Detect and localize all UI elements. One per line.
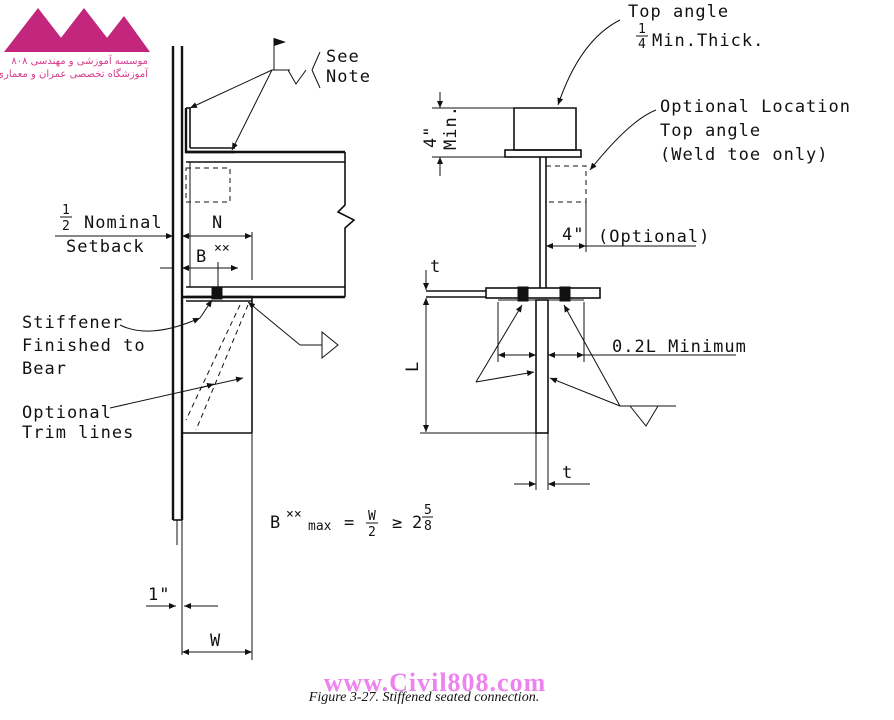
- formula-w: W: [368, 509, 376, 524]
- dim-b-label: B: [196, 247, 207, 267]
- stiffener-label-2: Finished to: [22, 336, 146, 356]
- trim-label-2: Trim lines: [22, 423, 134, 443]
- b-max-formula: B ×× max = W 2 ≥ 2 5 8: [270, 503, 433, 540]
- optional-4in-label: 4": [562, 225, 584, 245]
- min-02l-label: 0.2L Minimum: [612, 337, 747, 357]
- watermark: www.Civil808.com: [324, 668, 547, 697]
- stiffener-label-3: Bear: [22, 359, 67, 379]
- min-4in-word: Min.: [441, 105, 461, 150]
- dim-t-top-label: t: [430, 257, 441, 277]
- min-4in-value: 4": [421, 126, 441, 148]
- formula-max: max: [308, 519, 332, 534]
- optional-location-label-2: Top angle: [660, 121, 761, 141]
- optional-location-label-3: (Weld toe only): [660, 145, 829, 165]
- logo-line-2: آموزشگاه تخصصی عمران و معماری: [0, 67, 149, 80]
- nominal-label: Nominal: [84, 213, 163, 233]
- logo-line-1: موسسه آموزشی و مهندسی ۸۰۸: [11, 54, 148, 67]
- top-angle-frac-den: 4: [638, 37, 646, 52]
- see-note-label-1: See: [326, 47, 360, 67]
- formula-frac-num: 5: [424, 503, 432, 518]
- min-thick-label: Min.Thick.: [652, 31, 764, 51]
- optional-word-label: (Optional): [598, 227, 710, 247]
- formula-two: 2: [368, 525, 376, 540]
- institute-logo: موسسه آموزشی و مهندسی ۸۰۸ آموزشگاه تخصصی…: [0, 8, 150, 80]
- trim-label-1: Optional: [22, 403, 112, 423]
- formula-frac-den: 8: [424, 519, 432, 534]
- top-angle-label: Top angle: [628, 2, 729, 22]
- figure-caption: Figure 3-27. Stiffened seated connection…: [308, 690, 539, 705]
- setback-frac-den: 2: [62, 219, 70, 234]
- dim-t-bottom-label: t: [562, 463, 573, 483]
- setback-frac-num: 1: [62, 203, 70, 218]
- dim-1in-label: 1": [148, 585, 170, 605]
- left-view-labels: See Note 1 2 Nominal Setback N B ×× Stif…: [22, 47, 433, 651]
- formula-ge: ≥: [392, 513, 403, 533]
- formula-sup: ××: [286, 507, 302, 522]
- optional-location-label-1: Optional Location: [660, 97, 851, 117]
- stiffener-label-1: Stiffener: [22, 313, 123, 333]
- formula-whole: 2: [412, 513, 423, 533]
- see-note-label-2: Note: [326, 67, 371, 87]
- dim-w-label: W: [210, 631, 221, 651]
- dim-b-superscript: ××: [214, 241, 230, 256]
- dim-n-label: N: [212, 213, 223, 233]
- right-view-labels: Top angle 1 4 Min.Thick. 4" Min. Optiona…: [403, 2, 851, 483]
- formula-b: B: [270, 513, 281, 533]
- top-angle-frac-num: 1: [638, 22, 646, 37]
- left-elevation-view: [55, 38, 356, 660]
- right-section-view: [420, 19, 736, 490]
- dim-l-label: L: [403, 361, 423, 372]
- setback-label: Setback: [66, 237, 145, 257]
- formula-eq: =: [344, 513, 355, 533]
